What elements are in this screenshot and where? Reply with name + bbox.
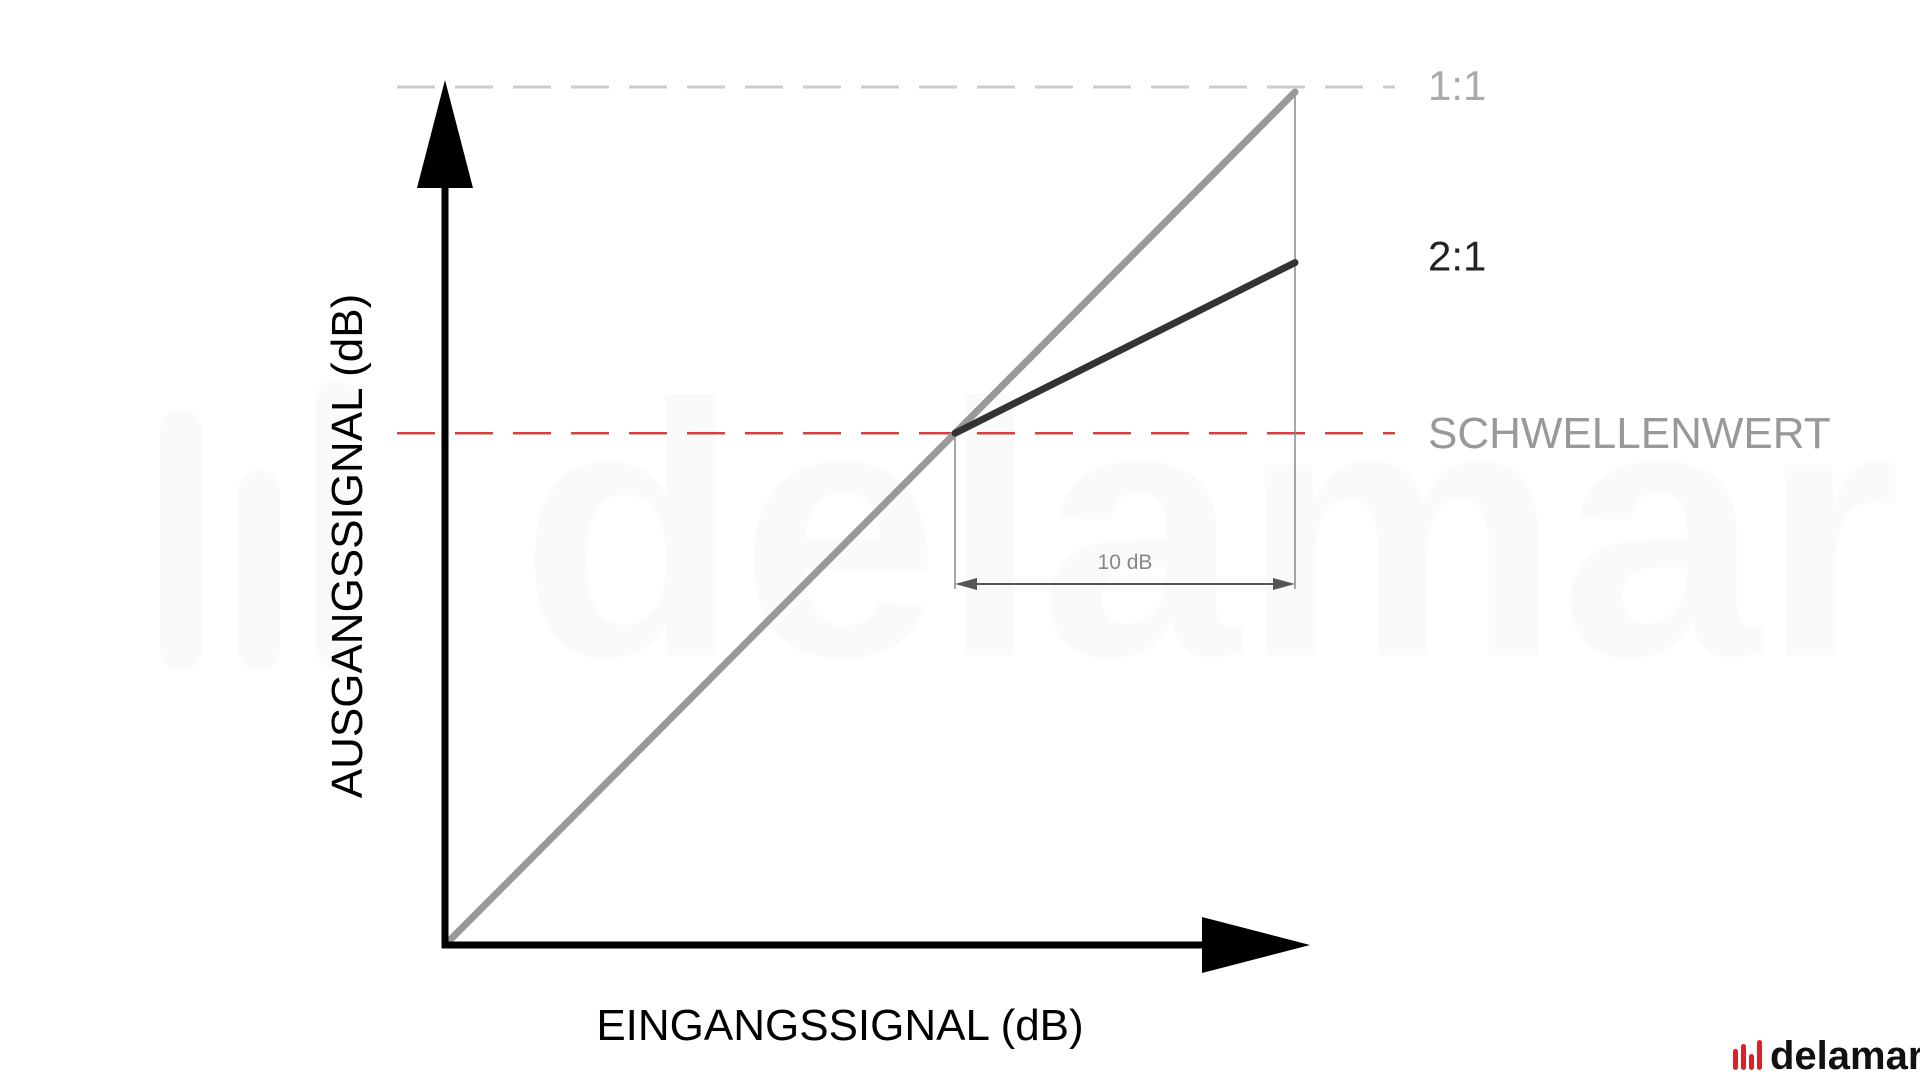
watermark-bars-icon	[160, 380, 358, 670]
brand-bars-icon	[1733, 1040, 1762, 1070]
annotation-arrow-right-icon	[1273, 578, 1295, 590]
watermark-text: delamar	[520, 330, 1901, 732]
series-line-1-1	[441, 88, 1299, 949]
threshold-label: SCHWELLENWERT	[1428, 409, 1831, 458]
y-axis-label: AUSGANGSSIGNAL (dB)	[323, 294, 372, 799]
brand-logo: delamar	[1733, 1034, 1920, 1078]
series-label-1-1: 1:1	[1428, 62, 1486, 109]
annotation-arrow-left-icon	[955, 578, 977, 590]
x-axis-label: EINGANGSSIGNAL (dB)	[596, 1001, 1083, 1050]
y-axis-arrow-icon	[417, 80, 473, 188]
annotation-label: 10 dB	[1098, 551, 1153, 574]
watermark: delamar	[160, 330, 1901, 732]
series-label-2-1: 2:1	[1428, 233, 1486, 280]
brand-name: delamar	[1770, 1034, 1920, 1078]
series-line-2-1	[951, 259, 1299, 437]
x-axis-arrow-icon	[1202, 917, 1310, 973]
